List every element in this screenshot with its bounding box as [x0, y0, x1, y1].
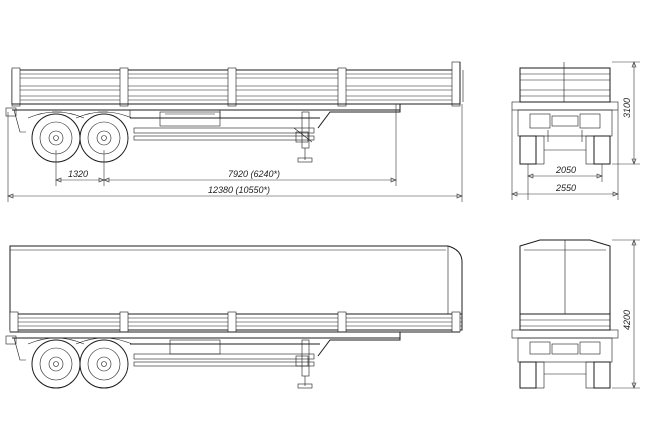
rear-view-tarp: 4200: [511, 239, 640, 389]
dim-overall-width: 2550: [555, 183, 576, 193]
landing-gear: [293, 111, 313, 163]
dim-flatbed-height: 3100: [622, 98, 632, 118]
side-view-flatbed: 1320 7920 (6240*) 12380 (10550*): [5, 61, 464, 202]
landing-gear: [295, 339, 313, 389]
wheel: [31, 339, 81, 389]
tarpaulin: [9, 245, 463, 315]
dim-tarp-height: 4200: [622, 310, 632, 330]
rear-view-flatbed: 2050 2550 3100: [511, 61, 640, 200]
chassis-frame: [5, 331, 460, 367]
chassis-frame: [5, 103, 460, 141]
wheel: [79, 339, 129, 389]
dim-track-width: 2050: [555, 165, 576, 175]
dimension-lines: [7, 104, 463, 202]
dim-overall-length: 12380 (10550*): [208, 185, 270, 195]
side-view-tarp: [5, 245, 463, 389]
side-boards: [9, 311, 463, 333]
side-boards: [11, 61, 464, 107]
dim-kingpin-to-axle: 7920 (6240*): [228, 169, 280, 179]
dim-axle-spacing: 1320: [68, 169, 88, 179]
